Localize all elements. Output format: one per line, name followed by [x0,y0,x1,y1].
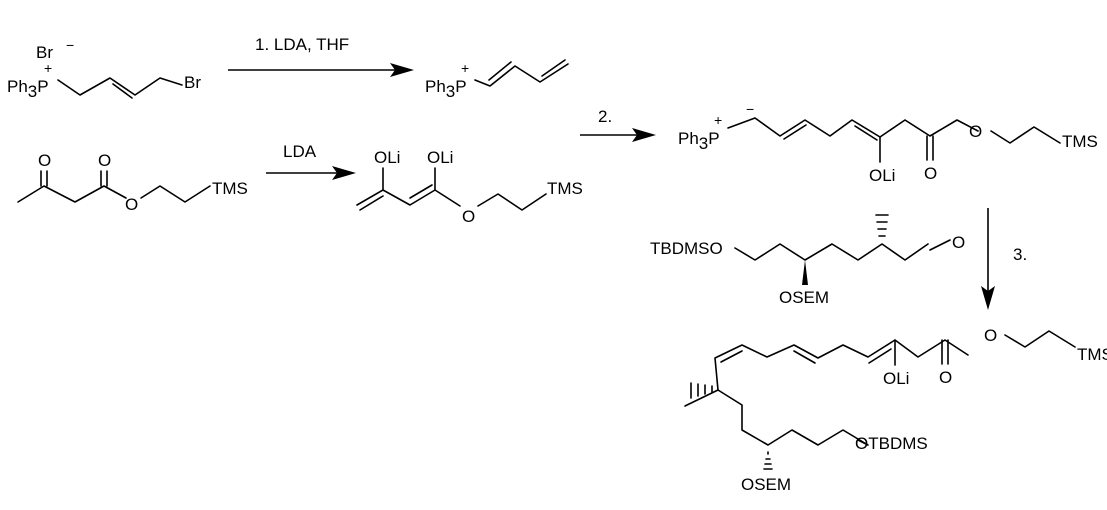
aldehyde-co-double [929,239,951,251]
tms-ethyl-chain-4 [1004,330,1076,348]
bromide-anion-charge: − [66,37,74,53]
bromide-anion-label: Br [36,43,53,62]
product-lower-chain [717,389,869,446]
product-polyene-chain [714,339,969,391]
product-otbdms-label: OTBDMS [855,434,928,453]
dienolate-ester-oxygen: O [462,207,475,226]
diene-double-bond-2 [541,59,566,77]
dienyl-ph3p-label: Ph3P [425,77,467,101]
dienolate-skeleton [356,189,461,207]
aldehyde-oxygen: O [952,233,965,252]
tms-label-3: TMS [1062,132,1098,151]
product-osem-hashed [763,451,773,470]
dienolate-oli-1: OLi [374,148,400,167]
aldehyde-chain [734,243,929,261]
dienolate-inner-double [409,184,433,199]
tms-label-1: TMS [212,179,248,198]
phosphonium-bromide: Br − Ph3P + Br [7,37,201,101]
step-1-reagents: 1. LDA, THF [255,35,349,54]
dienolate-oli-bonds [382,167,436,191]
arrow-lda: LDA [266,142,356,180]
phosphonium-ph3p-label: Ph3P [7,77,49,101]
tms-label-4: TMS [1077,345,1107,364]
acetoacetate-skeleton [17,185,127,203]
product-oli-label: OLi [883,369,909,388]
product-carbonyl-oxygen: O [939,368,952,387]
step-3-label: 3. [1013,245,1027,264]
allyl-double-bond [112,83,133,99]
tms-ethyl-chain-2 [477,193,547,211]
ylide-intermediate: Ph3P + − OLi O O TMS [678,101,1098,185]
step-2-label: 2. [598,107,612,126]
dilithium-dienolate: OLi OLi O TMS [356,148,583,226]
ylide-chain [727,117,979,138]
tms-ethyl-acetoacetate: O O O TMS [17,151,248,214]
dienolate-exo-double [359,195,384,211]
dienolate-oli-2: OLi [427,148,453,167]
ylide-carbanion-charge: − [746,101,754,117]
dienyl-plus: + [461,60,469,76]
product-cis-double [720,350,743,363]
diene-chain [474,63,569,87]
ester-carbonyl-oxygen-label: O [98,151,111,170]
lda-reagent: LDA [283,142,317,161]
product-ester-co [941,339,949,365]
arrow-step-1: 1. LDA, THF [228,35,414,77]
tms-label-2: TMS [547,179,583,198]
ylide-ester-oxygen: O [969,122,982,141]
product-methyl-hashed [690,382,713,399]
product-osem-label: OSEM [741,475,791,494]
diene-double-bond-1 [488,61,512,81]
arrow-step-3: 3. [981,208,1027,310]
phosphonium-plus: + [44,60,52,76]
ketone-oxygen-label: O [38,151,51,170]
ylide-plus: + [714,112,722,128]
aldehyde-osem-label: OSEM [779,288,829,307]
ester-oxygen-label: O [125,195,138,214]
product-ester-oxygen: O [984,326,997,345]
ketone-co [40,170,48,187]
tms-ethyl-chain-1 [140,185,211,203]
arrow-step-2: 2. [580,107,656,142]
ester-co [100,170,108,187]
final-product: OLi O O TMS OTBDMS OSEM [684,326,1107,494]
ylide-oli-label: OLi [869,166,895,185]
ylide-trans-double [783,124,807,140]
dienyl-phosphonium: Ph3P + [425,59,569,101]
ylide-ester-co [926,135,934,161]
ylide-ph3p-label: Ph3P [678,129,720,153]
ylide-enolate-double [854,125,878,141]
tbdmso-label: TBDMSO [650,239,723,258]
osem-wedge-bond [802,260,808,285]
tms-ethyl-chain-3 [990,126,1061,144]
ylide-carbonyl-oxygen: O [924,164,937,183]
product-methyl-bond [684,389,719,407]
allyl-bromide-chain [57,77,183,96]
bromine-label: Br [184,73,201,92]
product-enolate-double [868,348,892,364]
aldehyde-reagent: TBDMSO O OSEM [650,214,965,307]
aldehyde-methyl-hashed [875,214,889,237]
product-trans-double [793,350,816,364]
